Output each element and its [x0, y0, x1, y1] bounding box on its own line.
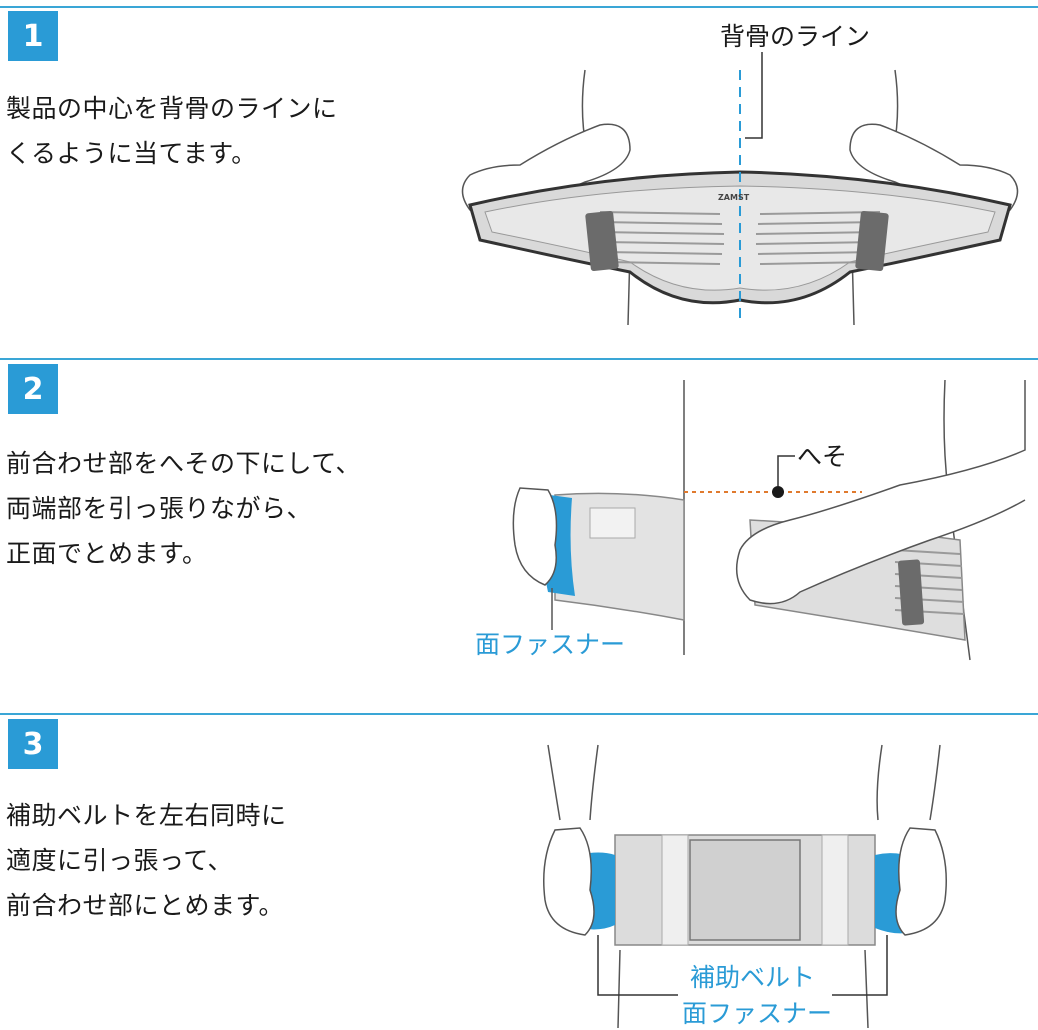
navel-callout: へそ	[797, 437, 847, 473]
back-illustration	[0, 0, 1038, 330]
brand-mark: ZAMST	[718, 193, 749, 202]
fastener-callout-step-3: 面ファスナー	[682, 994, 832, 1030]
front-illustration	[0, 710, 1038, 1030]
spine-line-callout: 背骨のライン	[720, 17, 870, 53]
assist-belt-callout: 補助ベルト	[690, 958, 815, 994]
fastener-callout-step-2: 面ファスナー	[475, 625, 625, 661]
